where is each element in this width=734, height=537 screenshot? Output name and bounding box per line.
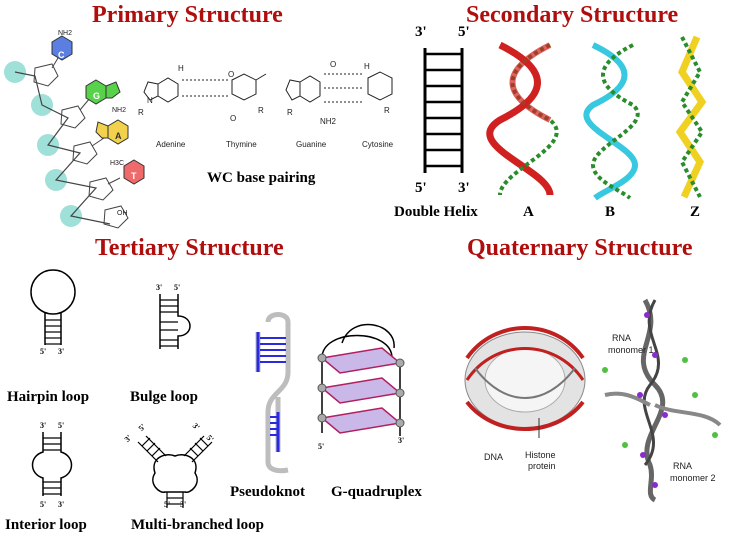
gquad-3-end: 3' — [398, 436, 405, 445]
interior-5-end: 5' — [58, 421, 65, 430]
at-h-label: H — [178, 64, 184, 73]
a-form-helix — [486, 41, 559, 196]
interior-loop-label: Interior loop — [5, 517, 87, 533]
ladder-end-top-right: 5' — [458, 24, 470, 40]
at-r2-label: R — [258, 106, 264, 115]
interior-5-end-bottom: 5' — [40, 500, 47, 509]
rna-monomer-2-label-1: RNA — [673, 461, 693, 471]
multi-5-end-bottom: 5' — [164, 500, 171, 509]
hairpin-loop-diagram — [30, 269, 76, 345]
gquad-5-end: 5' — [318, 442, 325, 451]
cytosine-label: Cytosine — [362, 140, 394, 149]
adenine-thymine-pair-diagram — [143, 73, 267, 103]
gc-r-label: R — [287, 108, 293, 117]
at-r-label: R — [138, 108, 144, 117]
hairpin-loop-label: Hairpin loop — [7, 389, 90, 405]
hairpin-5-end: 5' — [40, 347, 47, 356]
rna-monomer-1-label-2: monomer 1 — [608, 345, 654, 355]
adenine-label: Adenine — [156, 140, 186, 149]
secondary-structure-title: Secondary Structure — [466, 2, 679, 28]
gc-h-label: H — [364, 62, 370, 71]
nucleotide-chain-diagram — [4, 35, 145, 229]
primary-structure-title: Primary Structure — [92, 2, 283, 28]
histone-label-1: Histone — [525, 450, 556, 460]
ladder-end-top-left: 3' — [415, 24, 427, 40]
nucleosome-diagram — [464, 326, 586, 438]
interior-3-end-bottom: 3' — [58, 500, 65, 509]
interior-loop-diagram — [31, 432, 73, 496]
ladder-end-bottom-right: 3' — [458, 180, 470, 196]
at-o2-label: O — [230, 114, 237, 123]
helix-form-a-label: A — [523, 204, 534, 220]
wc-base-pairing-label: WC base pairing — [207, 170, 316, 186]
ladder-end-bottom-left: 5' — [415, 180, 427, 196]
g-quadruplex-label: G-quadruplex — [331, 484, 422, 500]
guanine-letter: G — [93, 91, 101, 101]
helix-form-z-label: Z — [690, 204, 701, 220]
helix-form-b-label: B — [605, 204, 616, 220]
guanine-label: Guanine — [296, 140, 327, 149]
at-o-label: O — [228, 70, 235, 79]
z-form-helix — [675, 35, 707, 199]
hairpin-3-end: 3' — [58, 347, 65, 356]
rna-dimer-diagram — [602, 298, 722, 503]
nh2-label-1: NH2 — [58, 30, 73, 37]
dna-label: DNA — [484, 452, 504, 462]
oh-label: OH — [117, 210, 128, 217]
bulge-5-end: 5' — [174, 283, 181, 292]
b-form-helix — [583, 42, 640, 201]
tertiary-structure-title: Tertiary Structure — [95, 235, 284, 261]
adenine-letter: A — [115, 131, 122, 141]
bulge-loop-diagram — [159, 294, 191, 349]
gc-nh2-label: NH2 — [320, 117, 337, 126]
g-quadruplex-diagram — [317, 323, 405, 436]
multi-branched-loop-label: Multi-branched loop — [131, 517, 264, 533]
gc-r2-label: R — [384, 106, 390, 115]
multi-branched-loop-diagram — [137, 435, 213, 508]
pseudoknot-diagram — [255, 312, 291, 474]
bulge-loop-label: Bulge loop — [130, 389, 198, 405]
double-helix-ladder — [423, 48, 464, 173]
bulge-3-end: 3' — [156, 283, 163, 292]
multi-3-end-bottom: 3' — [180, 500, 187, 509]
thymine-label: Thymine — [226, 140, 257, 149]
histone-label-2: protein — [528, 461, 556, 471]
rna-monomer-2-label-2: monomer 2 — [670, 473, 716, 483]
guanine-cytosine-pair-diagram — [285, 71, 393, 103]
gc-o-label: O — [330, 60, 337, 69]
cytosine-letter: C — [58, 50, 65, 60]
nh2-label-2: NH2 — [112, 107, 127, 114]
thymine-letter: T — [131, 171, 137, 181]
h3c-label: H3C — [110, 160, 125, 167]
at-n-label: N — [147, 96, 153, 105]
interior-3-end: 3' — [40, 421, 47, 430]
quaternary-structure-title: Quaternary Structure — [467, 235, 693, 261]
rna-monomer-1-label-1: RNA — [612, 333, 632, 343]
double-helix-label: Double Helix — [394, 204, 478, 220]
pseudoknot-label: Pseudoknot — [230, 484, 306, 500]
